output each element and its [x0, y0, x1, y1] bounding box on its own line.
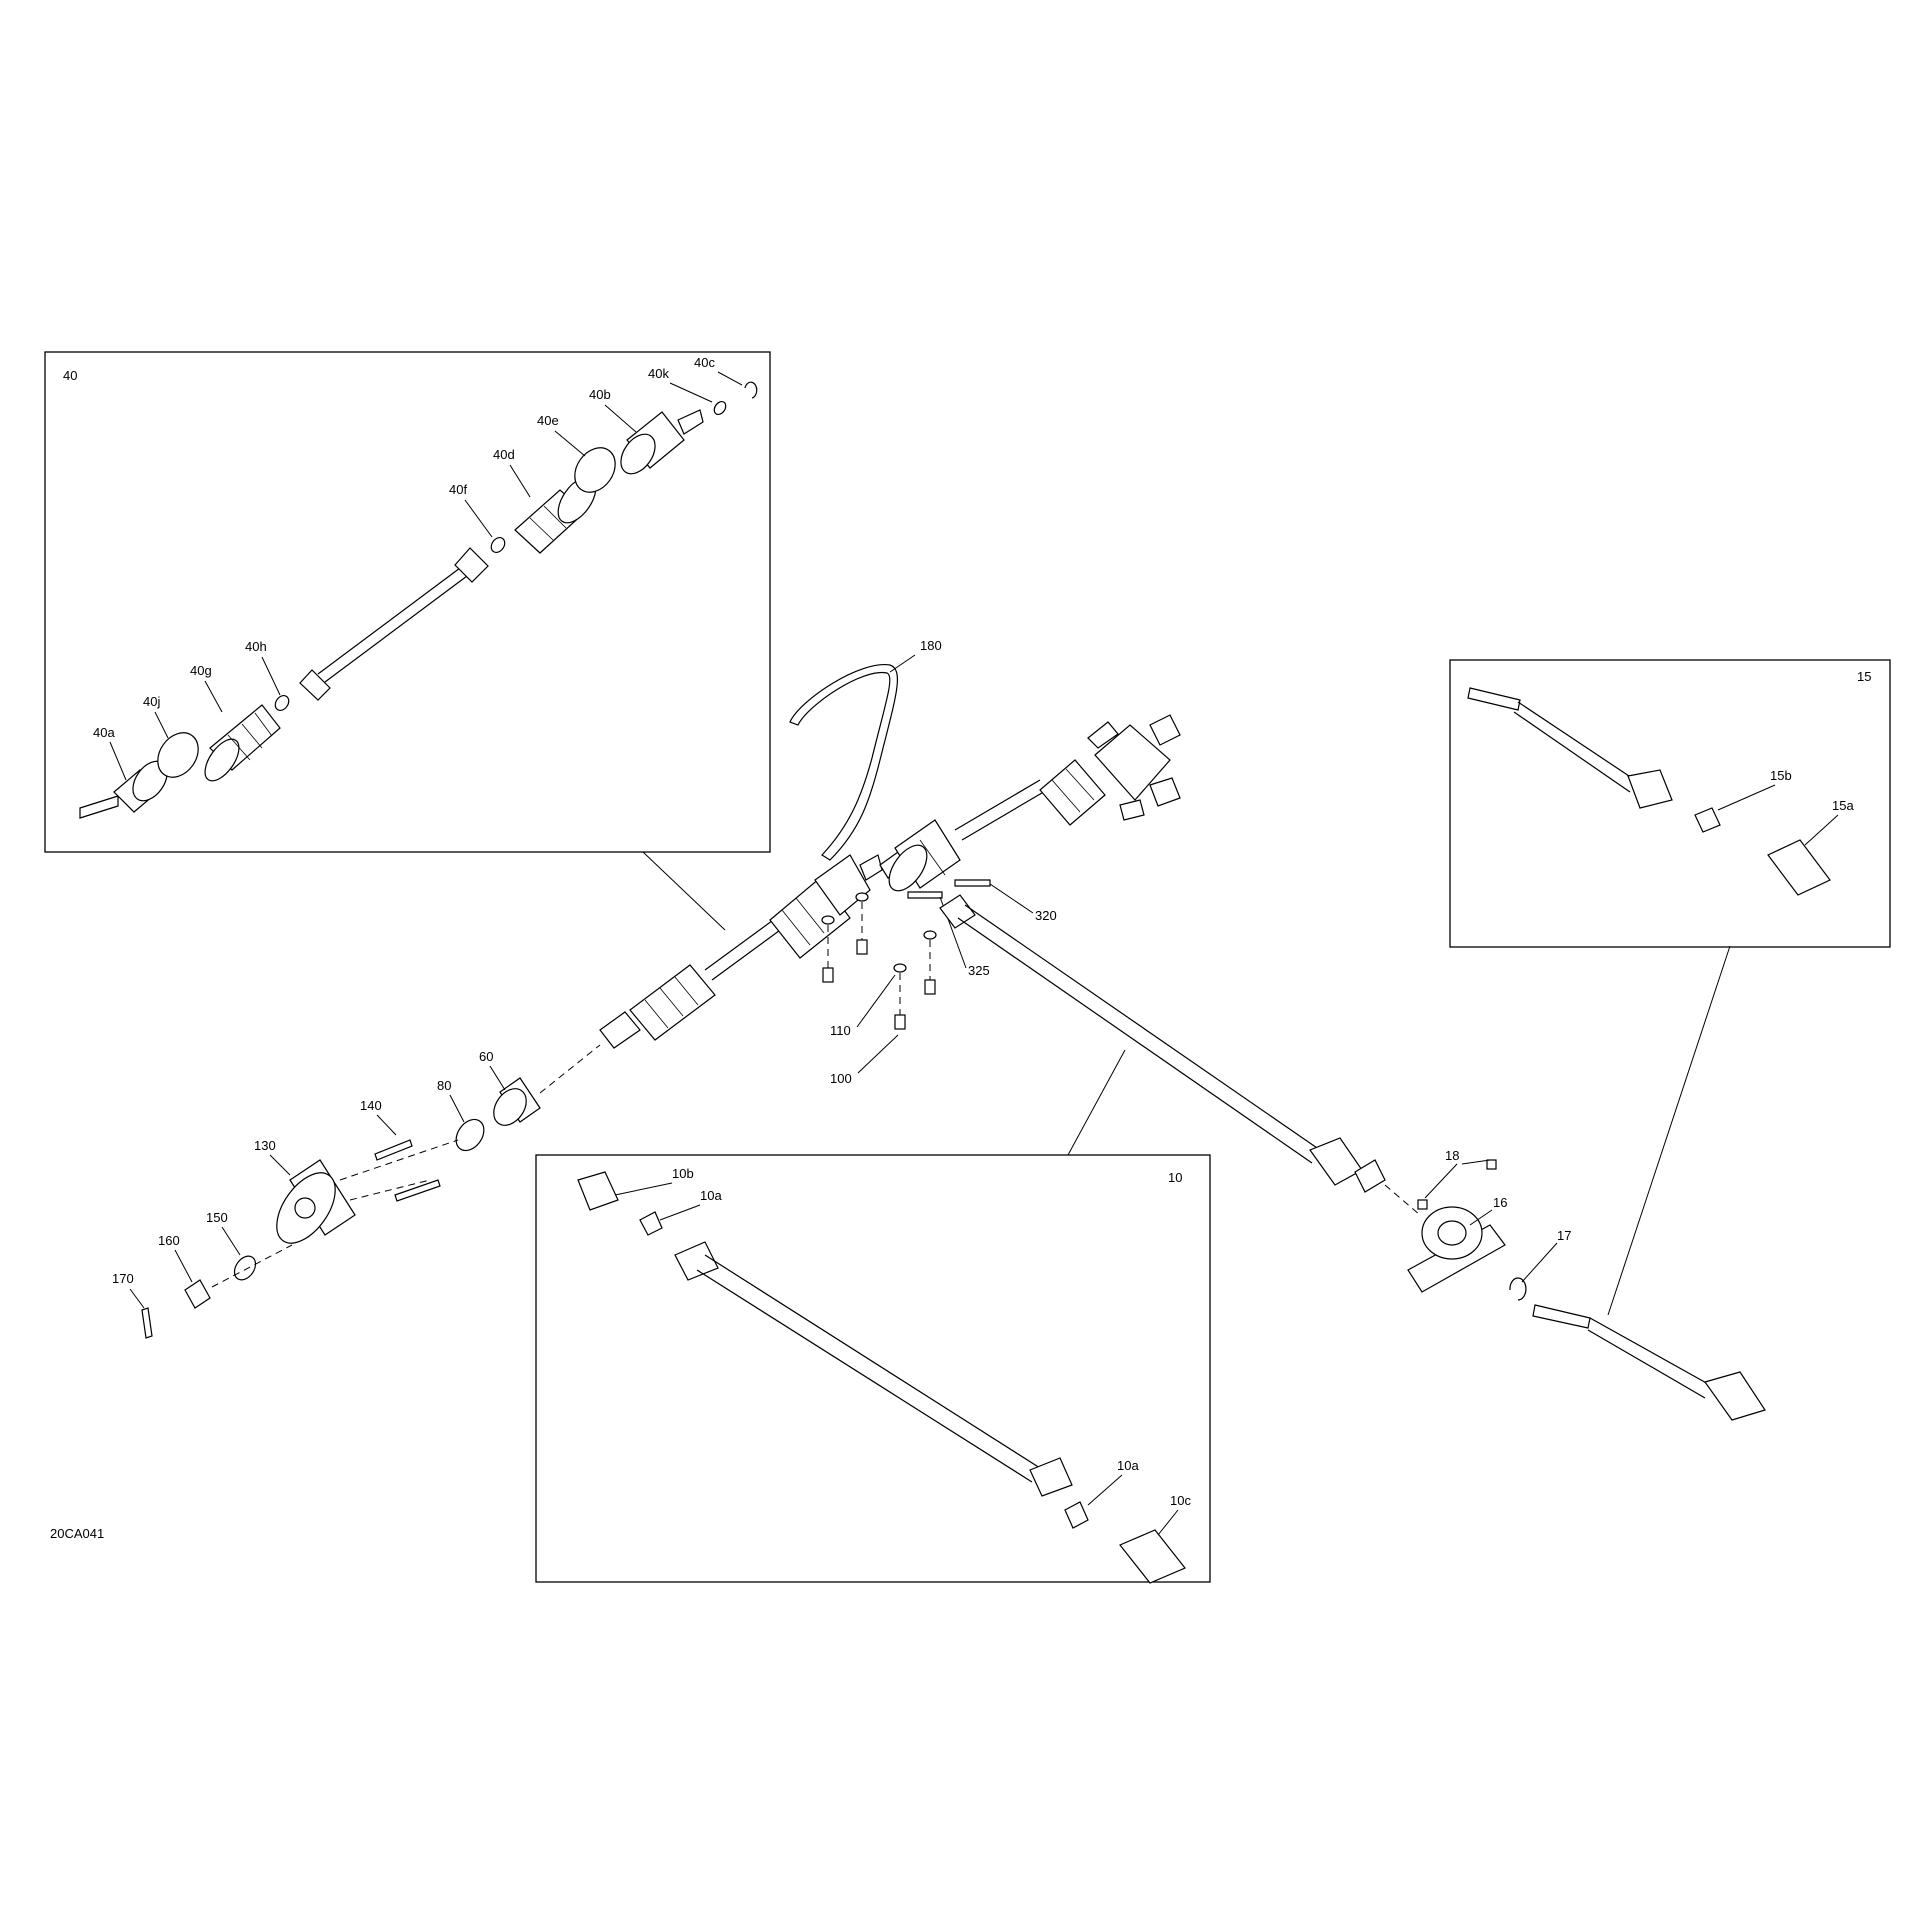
part-40d-boot[interactable]	[514, 471, 603, 554]
label-40a: 40a	[93, 725, 115, 740]
assembly-line-stud	[349, 1179, 431, 1201]
propeller-shaft-rear[interactable]	[1532, 1304, 1766, 1421]
diagram-code: 20CA041	[50, 1526, 104, 1541]
label-40h: 40h	[245, 639, 267, 654]
label-40c: 40c	[694, 355, 715, 370]
label-140: 140	[360, 1098, 382, 1113]
part-10c-yoke[interactable]	[1119, 1529, 1186, 1584]
label-160: 160	[158, 1233, 180, 1248]
part-40c-circlip[interactable]	[744, 381, 758, 399]
label-60: 60	[479, 1049, 493, 1064]
part-40h-ring[interactable]	[272, 693, 291, 713]
label-18: 18	[1445, 1148, 1459, 1163]
label-325: 325	[968, 963, 990, 978]
axle-assembly[interactable]	[599, 714, 1181, 1049]
inset-40-frame	[44, 351, 771, 853]
fasteners-100-110[interactable]	[821, 892, 937, 1030]
fasteners-320-325[interactable]	[907, 879, 991, 899]
part-40b-inner-joint[interactable]	[614, 409, 704, 480]
part-10-shaft[interactable]	[674, 1241, 1073, 1497]
part-40a-outer-joint[interactable]	[79, 755, 174, 819]
label-40d: 40d	[493, 447, 515, 462]
label-320: 320	[1035, 908, 1057, 923]
assembly-line-bearing-support	[1384, 1184, 1421, 1216]
leader-40-to-axle	[642, 851, 726, 931]
label-16: 16	[1493, 1195, 1507, 1210]
part-10a-cross-bottom[interactable]	[1064, 1501, 1089, 1529]
part-40e-clamp[interactable]	[566, 440, 623, 500]
part-10b-yoke[interactable]	[577, 1171, 619, 1211]
label-15b: 15b	[1770, 768, 1792, 783]
part-40g-boot[interactable]	[198, 704, 281, 787]
part-17-circlip[interactable]	[1509, 1277, 1527, 1301]
label-40e: 40e	[537, 413, 559, 428]
inset-15-frame	[1449, 659, 1891, 948]
part-15a-yoke[interactable]	[1767, 839, 1831, 896]
part-10a-cross-top[interactable]	[639, 1211, 663, 1236]
part-170-cotter-pin[interactable]	[141, 1307, 153, 1339]
label-150: 150	[206, 1210, 228, 1225]
part-40k-circlip[interactable]	[712, 399, 728, 416]
label-40j: 40j	[143, 694, 160, 709]
inset-15-number: 15	[1857, 669, 1871, 684]
inset-40: 40	[44, 351, 771, 853]
part-15b-cross[interactable]	[1694, 807, 1721, 833]
propeller-shaft-front[interactable]	[939, 894, 1386, 1193]
leader-shaft-to-box15	[1607, 945, 1731, 1316]
label-130: 130	[254, 1138, 276, 1153]
part-150-washer[interactable]	[230, 1252, 260, 1284]
part-80-ring[interactable]	[450, 1114, 489, 1156]
assembly-line-hub	[339, 1139, 459, 1181]
label-180: 180	[920, 638, 942, 653]
label-10c: 10c	[1170, 1493, 1191, 1508]
label-40b: 40b	[589, 387, 611, 402]
part-130-hub[interactable]	[265, 1159, 356, 1253]
part-18-screws[interactable]	[1417, 1159, 1497, 1210]
label-170: 170	[112, 1271, 134, 1286]
label-40g: 40g	[190, 663, 212, 678]
part-140-studs[interactable]	[374, 1139, 441, 1202]
leader-shaft-to-box10	[1067, 1049, 1126, 1156]
part-40f-ring[interactable]	[488, 535, 507, 555]
label-40f: 40f	[449, 482, 467, 497]
label-80: 80	[437, 1078, 451, 1093]
label-10a-bottom: 10a	[1117, 1458, 1139, 1473]
inset-40-number: 40	[63, 368, 77, 383]
assembly-line-nut	[211, 1244, 293, 1288]
label-15a: 15a	[1832, 798, 1854, 813]
part-40j-clamp[interactable]	[149, 725, 206, 785]
assembly-line-bearing	[539, 1044, 601, 1094]
part-15-shaft[interactable]	[1467, 687, 1673, 809]
part-40-shaft[interactable]	[299, 547, 489, 701]
label-40k: 40k	[648, 366, 669, 381]
part-16-center-bearing[interactable]	[1407, 1206, 1506, 1293]
label-10b: 10b	[672, 1166, 694, 1181]
label-10a-top: 10a	[700, 1188, 722, 1203]
inset-15: 15 15b 15a	[1449, 659, 1891, 948]
part-180-vent-hose[interactable]	[789, 664, 899, 861]
part-60-bearing[interactable]	[487, 1077, 541, 1131]
part-160-nut[interactable]	[184, 1279, 211, 1309]
inset-10: 10 10b 10a 10a 10c	[535, 1154, 1211, 1584]
label-17: 17	[1557, 1228, 1571, 1243]
label-100: 100	[830, 1071, 852, 1086]
label-110: 110	[830, 1023, 851, 1038]
inset-10-frame	[535, 1154, 1211, 1583]
inset-10-number: 10	[1168, 1170, 1182, 1185]
